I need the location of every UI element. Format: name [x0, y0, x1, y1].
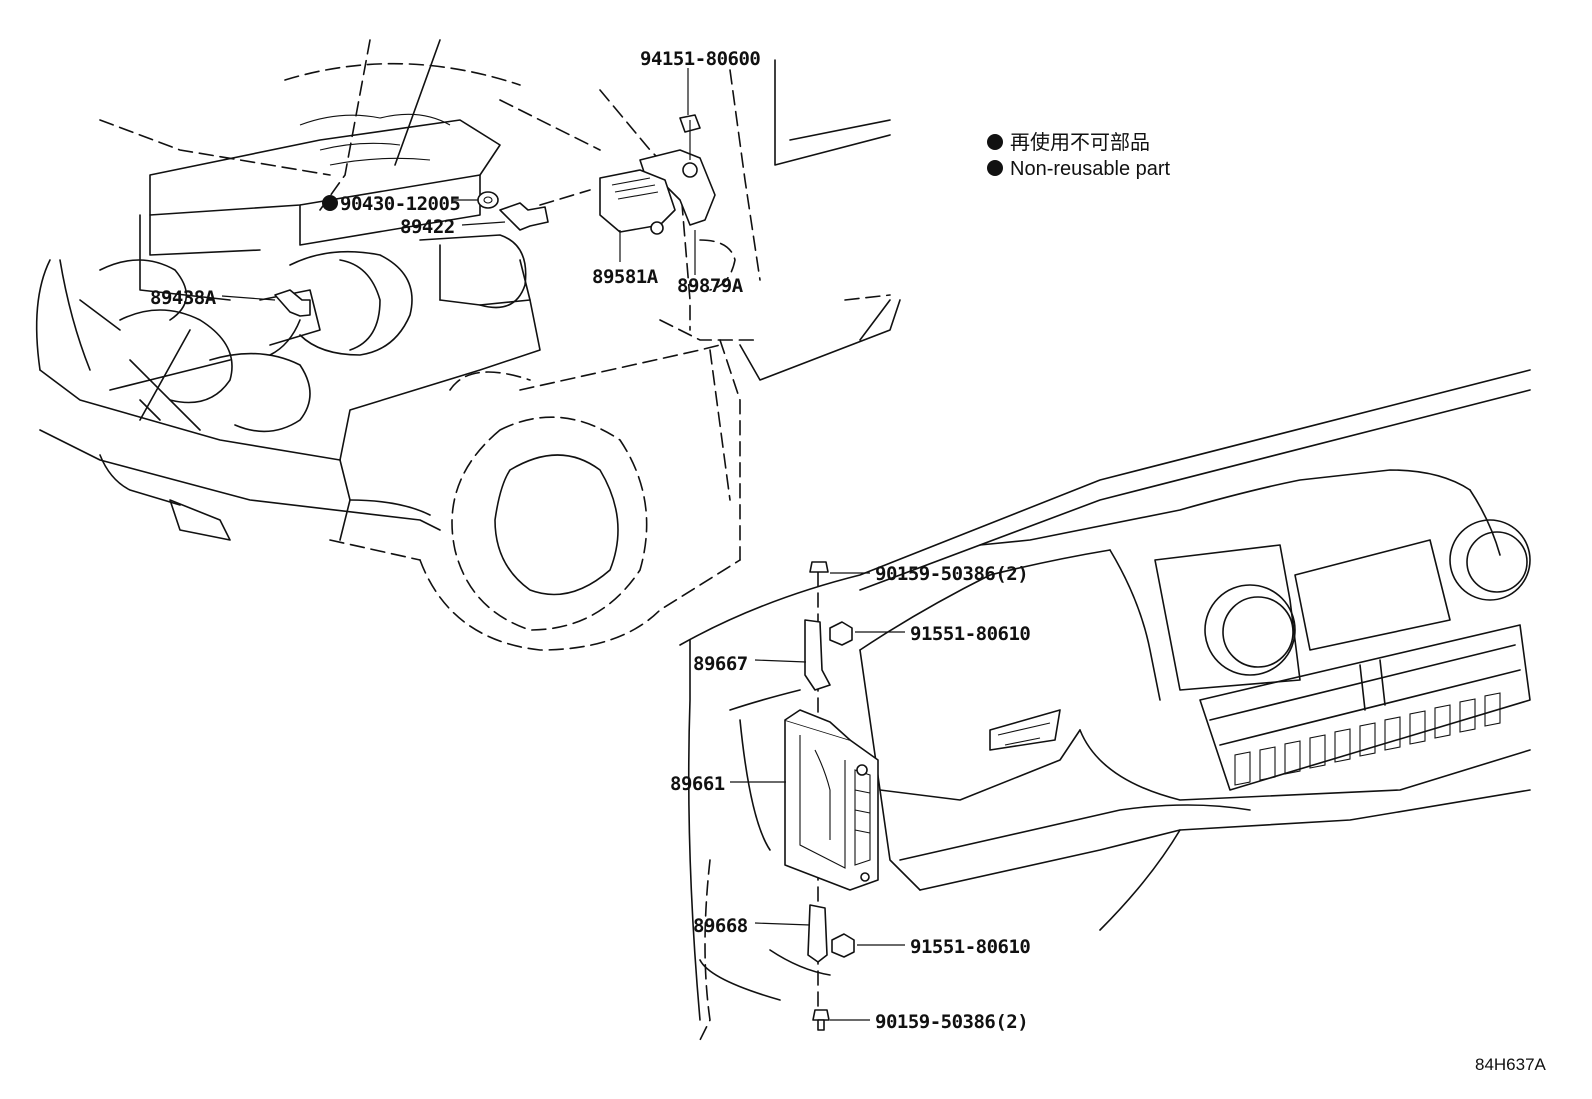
- bracket-assembly: [221, 68, 716, 317]
- label-90159-50386-bottom: 90159-50386(2): [875, 1011, 1028, 1033]
- label-89879A: 89879A: [677, 275, 744, 297]
- label-89422: 89422: [400, 216, 455, 238]
- engine-bay-illustration: [35, 39, 901, 651]
- label-89581A: 89581A: [592, 266, 659, 288]
- legend: 再使用不可部品 Non-reusable part: [987, 131, 1171, 180]
- label-91551-80610-top: 91551-80610: [910, 623, 1030, 645]
- label-89438A: 89438A: [150, 287, 217, 309]
- label-90159-50386-top: 90159-50386(2): [875, 563, 1028, 585]
- ecu-assembly: [730, 561, 905, 1031]
- part-labels: 94151-80600 90430-12005 89422 89438A 895…: [150, 48, 1031, 1033]
- label-89667: 89667: [693, 653, 748, 675]
- front-body-illustration: [679, 369, 1531, 1041]
- label-90430-12005: 90430-12005: [340, 193, 460, 215]
- label-89668: 89668: [693, 915, 748, 937]
- illustration-code: 84H637A: [1475, 1055, 1547, 1074]
- legend-non-reusable-ja: 再使用不可部品: [1010, 131, 1150, 154]
- label-94151-80600: 94151-80600: [640, 48, 760, 70]
- legend-dot-ja: [987, 134, 1003, 150]
- non-reusable-marker: [322, 195, 338, 211]
- label-89661: 89661: [670, 773, 725, 795]
- label-91551-80610-bottom: 91551-80610: [910, 936, 1030, 958]
- legend-non-reusable-en: Non-reusable part: [1010, 158, 1171, 180]
- legend-dot-en: [987, 160, 1003, 176]
